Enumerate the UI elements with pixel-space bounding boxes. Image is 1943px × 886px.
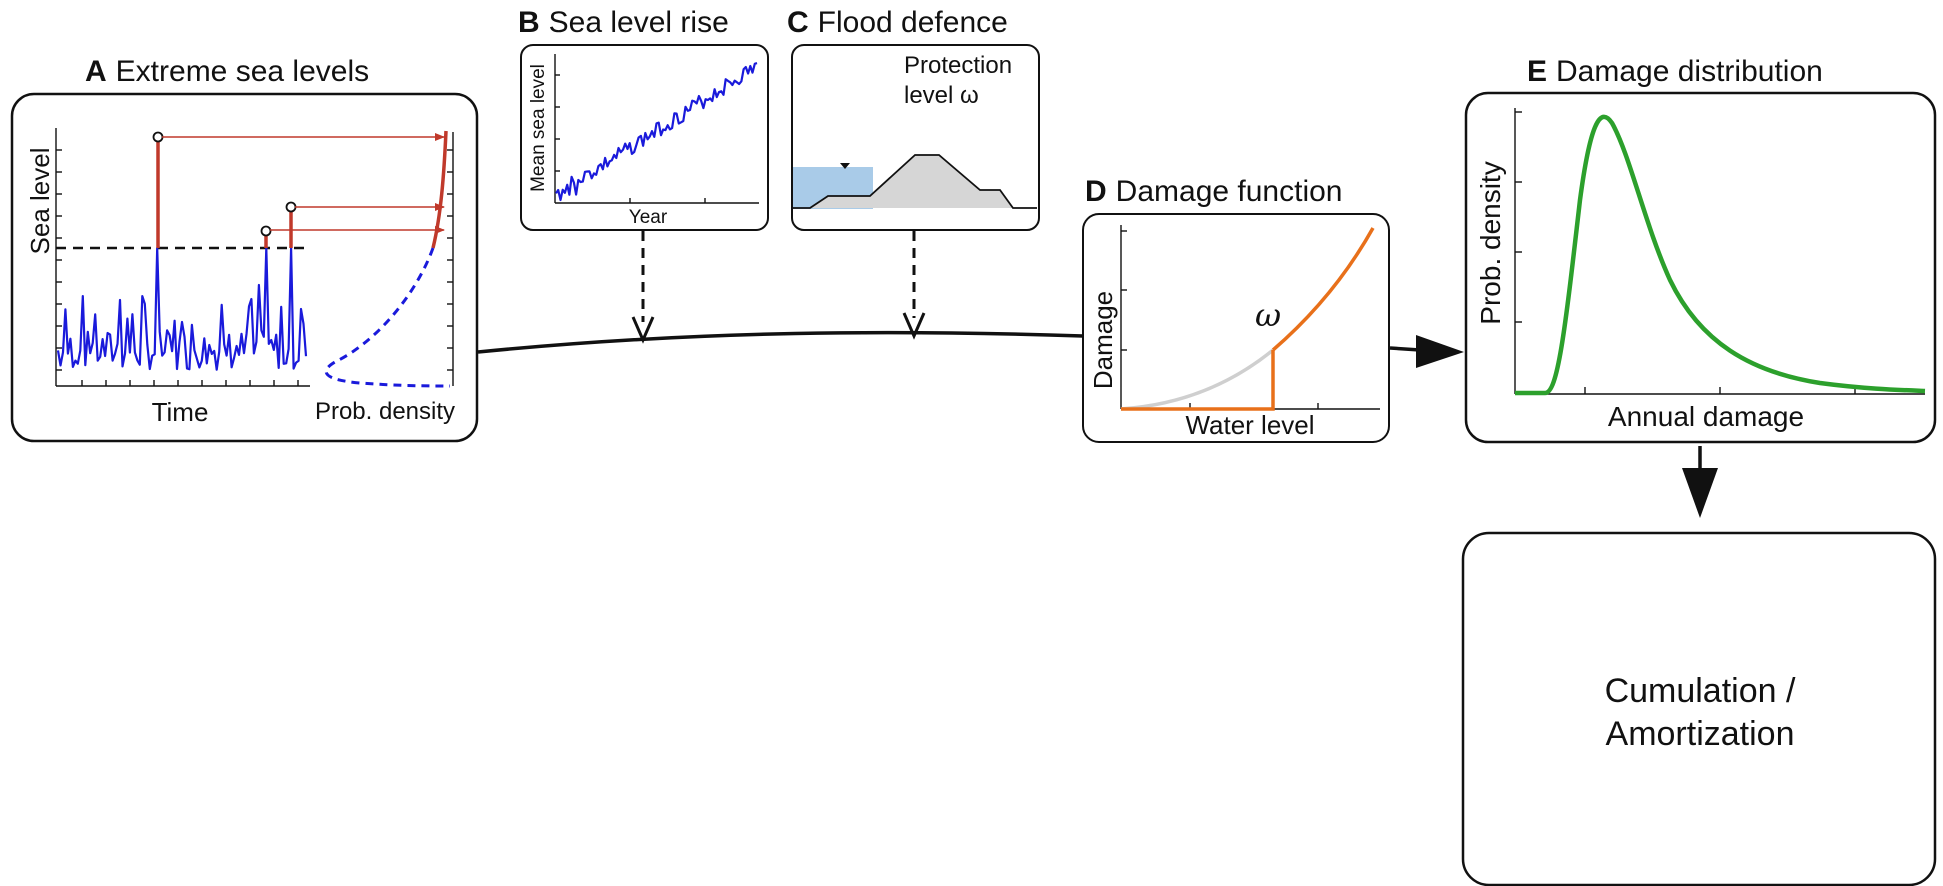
panel-e-ticks — [1515, 111, 1856, 394]
panel-e-frame — [1464, 91, 1937, 444]
panel-b-y-label: Mean sea level — [528, 64, 549, 192]
cumulation-box — [1461, 531, 1937, 886]
panel-c-dike-outline — [793, 154, 1037, 209]
panel-c-dike — [810, 155, 1013, 208]
cumulation-label: Cumulation / — [1605, 672, 1796, 710]
panel-b-mean-sea-level-series — [555, 62, 758, 202]
panel-b-x-label: Year — [629, 207, 668, 228]
panel-a-x-label: Time — [152, 397, 209, 427]
panel-a-sea-level-series — [56, 246, 308, 371]
panel-b-ticks — [555, 74, 706, 203]
panel-a-y-label: Sea level — [25, 148, 55, 255]
b-to-flow-arrowhead — [631, 316, 655, 344]
panel-cumulation: Cumulation / Amortization — [1461, 531, 1937, 886]
panel-a-density-curve — [324, 247, 451, 388]
c-to-flow-arrowhead — [902, 312, 926, 340]
d-to-e-connector — [1389, 346, 1421, 352]
panel-c-water-level-marker — [840, 163, 850, 169]
panel-e-y-label: Prob. density — [1475, 161, 1506, 324]
panel-a-extreme-tail — [431, 130, 448, 249]
panel-e-damage-distribution-curve — [1515, 114, 1926, 396]
panel-a-peak-marker-3 — [285, 201, 297, 213]
panel-a-frame — [10, 92, 479, 443]
panel-a-density-ticks — [447, 149, 453, 371]
panel-a-ticks — [56, 149, 299, 386]
panel-a-peak-marker-2 — [260, 225, 272, 237]
panel-d-frame — [1082, 213, 1390, 443]
panel-c-protection-label: Protection — [904, 52, 1012, 79]
panel-d-damage-curve — [1271, 227, 1375, 352]
connectors — [477, 231, 1718, 518]
main-flow-line — [477, 330, 1084, 354]
panel-d-protected-damage-step — [1121, 350, 1275, 411]
panel-b-frame — [520, 44, 769, 231]
d-to-e-arrowhead — [1416, 335, 1464, 368]
panel-c-frame — [791, 44, 1040, 231]
panel-e-x-label: Annual damage — [1608, 401, 1804, 432]
e-to-cumulation-arrowhead — [1682, 468, 1718, 518]
panel-c-protection-level-label: level ω — [904, 82, 979, 109]
panel-d-y-label: Damage — [1088, 291, 1118, 389]
panel-d-unprotected-damage-curve — [1120, 348, 1275, 411]
amortization-label: Amortization — [1606, 715, 1795, 753]
panel-d-omega-label: ω — [1255, 296, 1281, 334]
panel-a-peak-marker-1 — [152, 131, 164, 143]
panel-d-x-label: Water level — [1185, 410, 1314, 440]
panel-a-density-label: Prob. density — [315, 398, 455, 425]
